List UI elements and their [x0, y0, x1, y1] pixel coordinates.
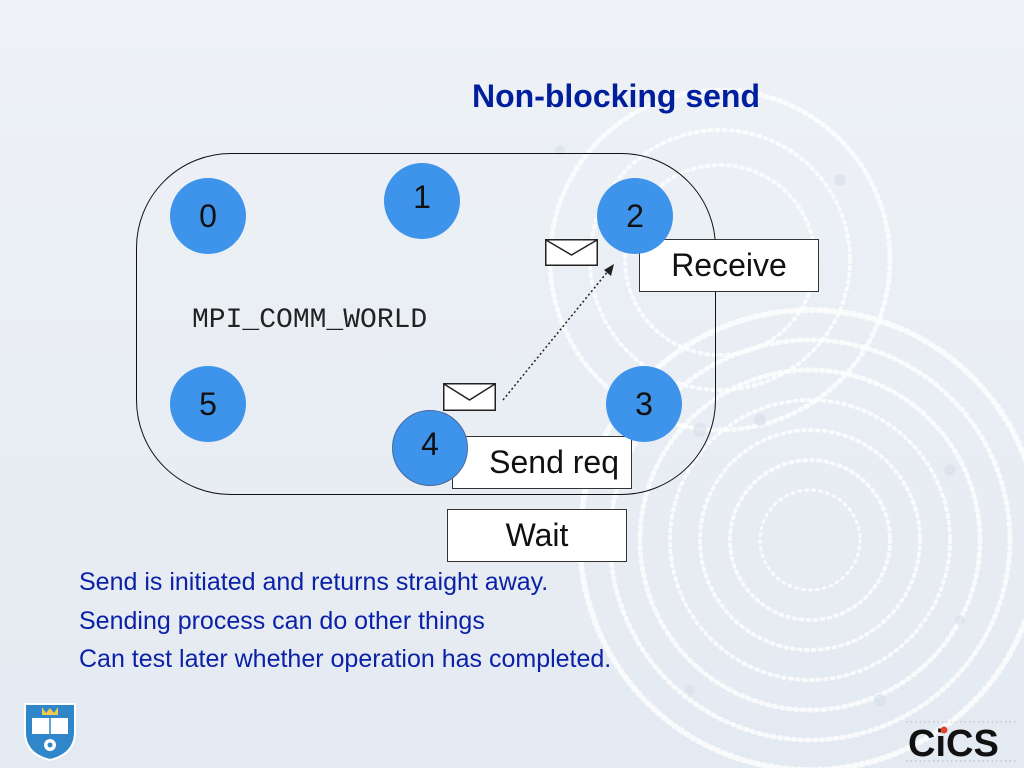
message-arrow: [502, 264, 614, 401]
rank-node-3: 3: [606, 366, 682, 442]
cics-logo: CiCS: [906, 716, 1018, 766]
rank-node-5: 5: [170, 366, 246, 442]
wait-box: Wait: [447, 509, 627, 562]
svg-text:CiCS: CiCS: [908, 723, 999, 765]
slide-title: Non-blocking send: [472, 78, 760, 114]
bullet-list: Send is initiated and returns straight a…: [79, 563, 611, 679]
communicator-boundary: [136, 153, 716, 495]
receive-box: Receive: [639, 239, 819, 292]
envelope-icon: [443, 383, 496, 411]
send-request-box: Send req: [452, 436, 632, 489]
bullet-item: Sending process can do other things: [79, 606, 485, 635]
communicator-label: MPI_COMM_WORLD: [192, 305, 428, 336]
rank-node-4: 4: [392, 410, 468, 486]
bullet-item: Can test later whether operation has com…: [79, 645, 612, 673]
bullet-item: Send is initiated and returns straight a…: [79, 568, 549, 596]
rank-node-1: 1: [384, 163, 460, 239]
rank-node-2: 2: [597, 178, 673, 254]
rank-node-0: 0: [170, 178, 246, 254]
university-crest-logo: [24, 703, 76, 762]
envelope-icon: [545, 239, 598, 266]
